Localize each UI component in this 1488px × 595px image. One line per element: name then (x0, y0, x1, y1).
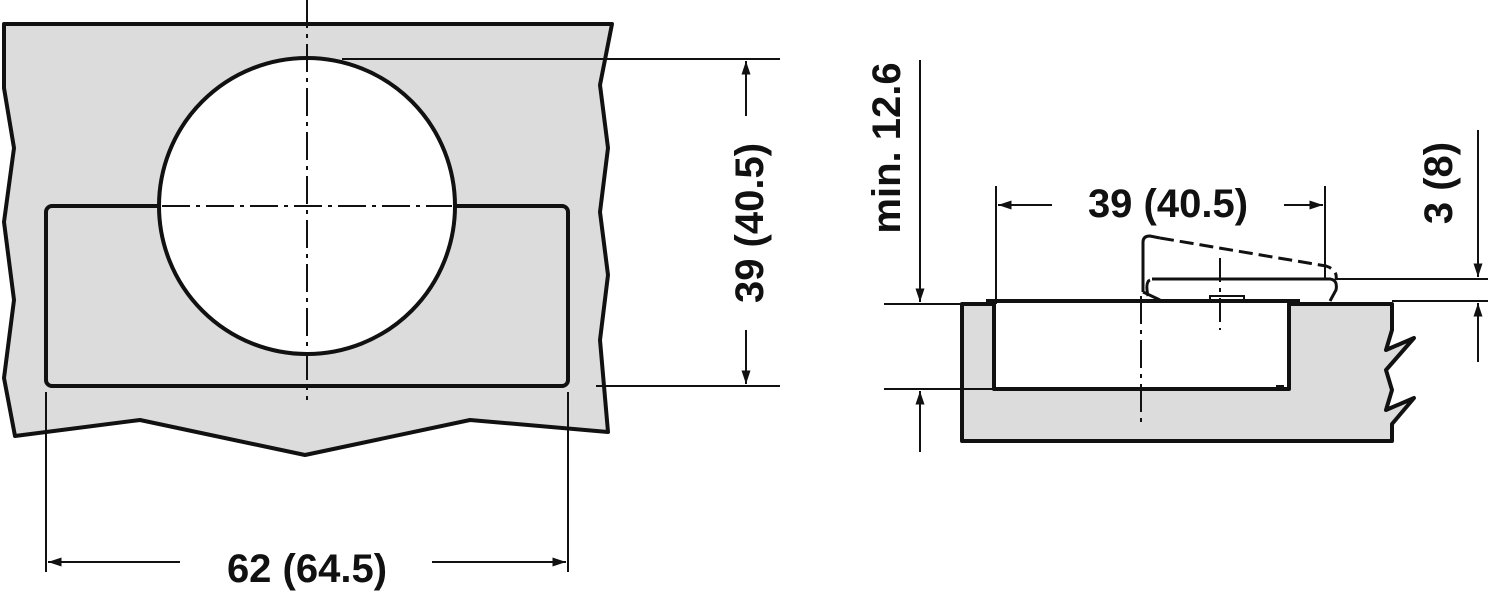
side-width-dimension-label: 39 (40.5) (1088, 182, 1248, 226)
front-view: 39 (40.5) 62 (64.5) (2, 0, 780, 591)
depth-dimension-label: min. 12.6 (865, 62, 909, 233)
offset-dimension-label: 3 (8) (1417, 142, 1461, 224)
screw-detail (1209, 295, 1245, 303)
door-section (960, 302, 1416, 443)
height-dimension-label: 39 (40.5) (728, 143, 772, 303)
side-view: 39 (40.5) min. 12.6 3 (8) (865, 60, 1488, 452)
hinge-arm (1141, 234, 1338, 302)
width-dimension-label: 62 (64.5) (227, 547, 387, 591)
hinge-arm-alt-position (1159, 236, 1338, 281)
